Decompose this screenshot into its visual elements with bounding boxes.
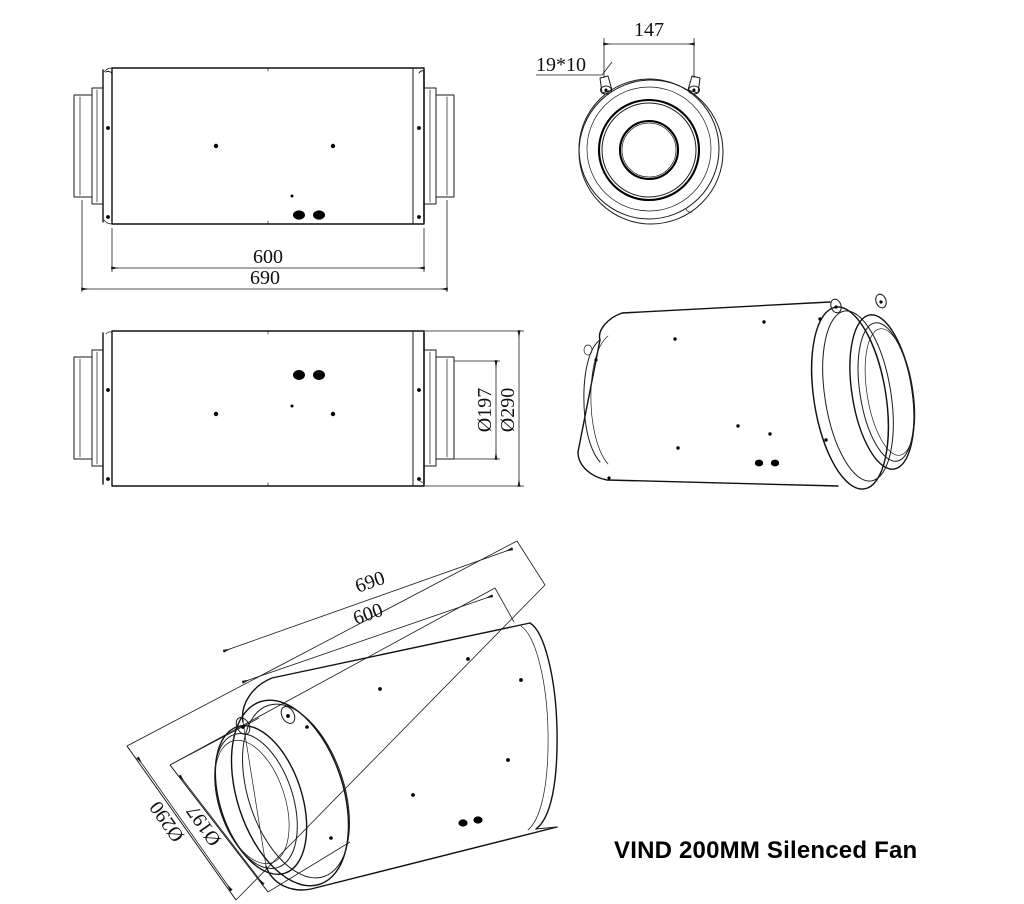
iso-fixing [673, 337, 677, 341]
iso2-body-bottom [265, 826, 558, 891]
impeller-hub-ring [618, 119, 680, 181]
view-isometric-right [577, 293, 916, 490]
dimension-600-top: 600 [111, 228, 425, 272]
iso-cable-port [754, 459, 764, 467]
iso2-fixing [506, 758, 510, 762]
dimension-690-top: 690 [81, 200, 448, 292]
cable-gland-port [313, 370, 325, 380]
mounting-lug-left [599, 75, 613, 95]
panel-hole [213, 411, 219, 417]
lug-left-top [105, 70, 113, 74]
iso-lug-a [830, 298, 842, 314]
fixing-hole [106, 388, 110, 392]
iso2-lug-a [235, 717, 251, 735]
dimension-label-d197: Ø197 [474, 388, 496, 432]
casing-outer-circle-2 [578, 78, 720, 220]
fixing-hole [106, 126, 110, 130]
iso-left-cap [583, 339, 601, 463]
iso-cable-port [770, 459, 780, 467]
iso-body-bottom [577, 451, 839, 487]
view-side-elevation-top: 600 690 [73, 67, 455, 292]
panel-hole-small [290, 194, 294, 198]
mounting-lug-right [687, 75, 701, 95]
impeller-outer-ring [597, 98, 701, 202]
impeller-outer-ring-inner [601, 102, 697, 198]
iso2-fixing [466, 657, 470, 661]
iso-left-lug [583, 344, 593, 356]
fixing-hole [106, 477, 110, 481]
iso-left-cap-inner [590, 335, 609, 465]
lug-left-top-2 [105, 331, 113, 335]
view-front-elevation: 147 19*10 [536, 19, 724, 225]
body-outline [111, 67, 425, 225]
callout-19x10: 19*10 [536, 54, 613, 76]
body-corner-bl [103, 219, 113, 225]
cable-gland-port [293, 210, 305, 220]
drawing-title: VIND 200MM Silenced Fan [614, 837, 917, 864]
iso2-fixing [519, 678, 523, 682]
gland-inner [315, 371, 323, 379]
callout-label-19x10: 19*10 [536, 54, 586, 76]
iso2-fixing [329, 836, 333, 840]
dimension-label-d290: Ø290 [497, 388, 519, 432]
iso-fixing [607, 476, 611, 480]
dimension-label-690: 690 [250, 267, 280, 289]
fixing-hole [417, 388, 421, 392]
panel-hole [330, 411, 336, 417]
casing-inner-circle [586, 86, 712, 212]
dimension-d290: Ø290 [424, 330, 524, 487]
iso2-right-cap [529, 622, 558, 830]
fixing-hole [417, 126, 421, 130]
lug-right-bot-2 [418, 479, 425, 483]
fixing-hole [106, 215, 110, 219]
iso2-fixing [305, 725, 309, 729]
cable-gland-port [293, 370, 305, 380]
fixing-hole [417, 477, 421, 481]
right-spigot [423, 87, 455, 205]
cable-gland-port [313, 210, 325, 220]
dimension-147: 147 [603, 19, 695, 78]
iso2-fixing [378, 687, 382, 691]
dimension-d197: Ø197 [454, 360, 500, 460]
panel-hole [330, 143, 336, 149]
iso-fixing [824, 438, 828, 442]
iso-fixing [594, 358, 598, 362]
iso2-cable-port [473, 816, 483, 824]
iso2-cable-port [458, 819, 468, 827]
lug-right-top [418, 70, 425, 74]
fixing-hole [417, 215, 421, 219]
body-corner-tl [103, 67, 113, 73]
iso2-fixing [411, 793, 415, 797]
iso2-right-cap-edge [535, 826, 558, 830]
bottom-boss [685, 208, 693, 213]
iso2-right-cap-inner [520, 625, 549, 831]
iso-body-top [598, 301, 831, 341]
impeller-hub-ring-inner [621, 122, 677, 178]
dimension-label-600: 600 [253, 246, 283, 268]
iso-fixing [676, 446, 680, 450]
iso-fixing [768, 432, 772, 436]
iso2-body-left [242, 721, 267, 867]
view-side-elevation-bottom: Ø197 Ø290 [73, 330, 524, 487]
iso-fixing [818, 317, 822, 321]
iso2-lug-b [280, 706, 296, 724]
iso-fixing [736, 424, 740, 428]
dimension-label-147: 147 [634, 19, 664, 41]
panel-hole-small [290, 404, 294, 408]
panel-hole [213, 143, 219, 149]
iso-lug-b [875, 293, 887, 309]
iso-fixing [762, 320, 766, 324]
